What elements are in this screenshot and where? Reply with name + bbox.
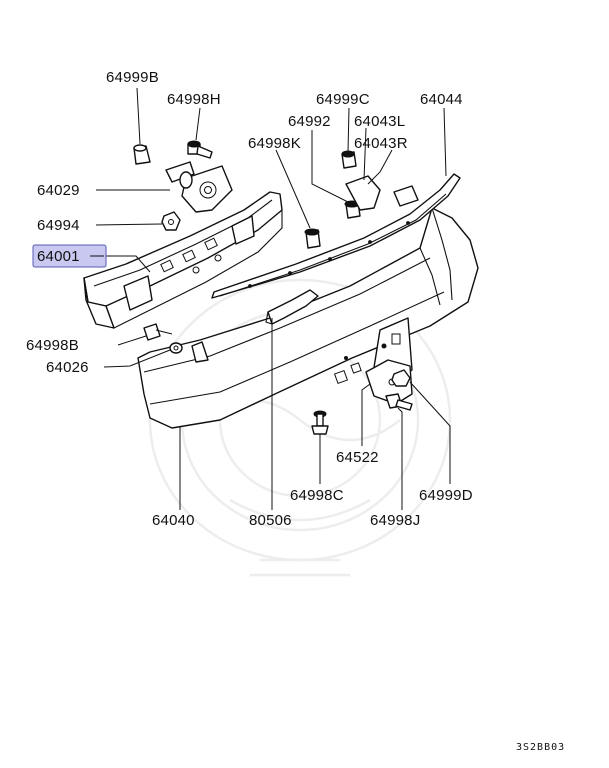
label-64998j[interactable]: 64998J <box>370 512 420 529</box>
label-64043l[interactable]: 64043L <box>354 113 405 130</box>
label-64998c[interactable]: 64998C <box>290 487 344 504</box>
label-64999d[interactable]: 64999D <box>419 487 473 504</box>
nut-64999d <box>391 369 411 387</box>
label-80506[interactable]: 80506 <box>249 512 292 529</box>
bolt-64998k <box>304 228 321 249</box>
part-labels: 64999B 64998H 64029 64994 64001 64998B 6… <box>26 69 473 529</box>
bumper-reinforcement-beam <box>83 191 283 329</box>
bumper-bracket <box>165 161 233 213</box>
nut-64994 <box>161 211 181 231</box>
label-64044[interactable]: 64044 <box>420 91 463 108</box>
label-64998b[interactable]: 64998B <box>26 337 79 354</box>
label-64994[interactable]: 64994 <box>37 217 80 234</box>
bolt-64998c <box>311 410 329 435</box>
label-64043r[interactable]: 64043R <box>354 135 408 152</box>
leader-lines <box>95 87 451 510</box>
label-64998h[interactable]: 64998H <box>167 91 221 108</box>
highlight-64001 <box>32 244 107 268</box>
license-plate-bracket <box>265 289 319 325</box>
bolt-64998j <box>385 393 413 411</box>
label-64001[interactable]: 64001 <box>37 248 80 265</box>
bumper-moulding-strip <box>211 173 461 299</box>
label-64999c[interactable]: 64999C <box>316 91 370 108</box>
clip-64026 <box>169 342 183 354</box>
label-64026[interactable]: 64026 <box>46 359 89 376</box>
label-64040[interactable]: 64040 <box>152 512 195 529</box>
bolt-64998h <box>187 140 213 159</box>
moulding-end-bracket <box>345 175 419 211</box>
label-64522[interactable]: 64522 <box>336 449 379 466</box>
label-64998k[interactable]: 64998K <box>248 135 301 152</box>
label-64992[interactable]: 64992 <box>288 113 331 130</box>
rubber-stopper <box>133 144 151 165</box>
diagram-code: 3S2BB03 <box>516 742 565 753</box>
clip-64999c <box>341 150 357 169</box>
label-64999b[interactable]: 64999B <box>106 69 159 86</box>
label-64029[interactable]: 64029 <box>37 182 80 199</box>
bolt-64998b <box>143 323 173 341</box>
